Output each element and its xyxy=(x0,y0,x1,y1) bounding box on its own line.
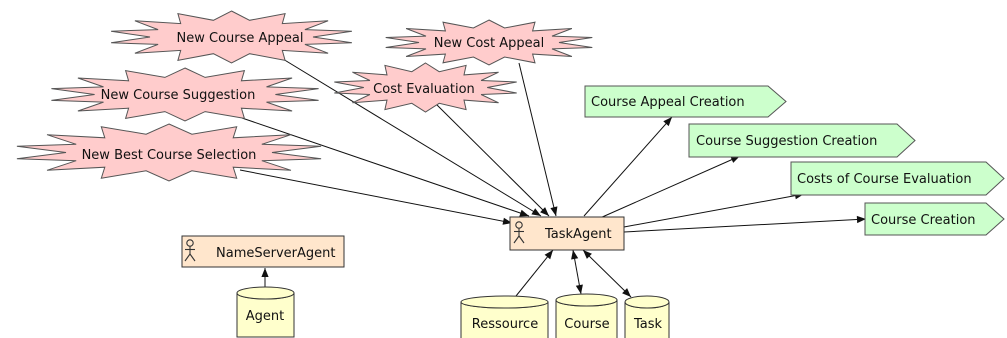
output-label: Costs of Course Evaluation xyxy=(797,172,972,187)
output-course-creation: Course Creation xyxy=(864,202,1005,236)
arrowhead xyxy=(550,206,558,216)
event-label: New Best Course Selection xyxy=(82,148,257,163)
arrowhead xyxy=(261,268,269,277)
edge-taskagent-to-course-creation xyxy=(623,218,867,233)
event-label: Cost Evaluation xyxy=(373,82,475,97)
store-task: Task xyxy=(624,295,670,338)
arrowhead xyxy=(544,250,553,260)
event-new-course-appeal: New Course Appeal xyxy=(111,10,352,64)
store-label: Ressource xyxy=(472,317,538,332)
arrowhead xyxy=(663,117,672,127)
event-new-course-suggestion: New Course Suggestion xyxy=(51,67,319,122)
database-cylinder-top xyxy=(460,295,549,309)
actor-icon xyxy=(184,239,196,262)
output-course-appeal-creation: Course Appeal Creation xyxy=(584,85,787,118)
agent-task-agent: TaskAgent xyxy=(509,216,625,251)
agent-name-server-agent: NameServerAgent xyxy=(181,235,345,268)
store-ressource: Ressource xyxy=(460,295,549,338)
database-cylinder-top xyxy=(624,295,670,309)
actor-icon xyxy=(513,221,525,244)
edge-taskagent-to-course-appeal-creation xyxy=(583,116,673,217)
arrowhead xyxy=(531,208,541,216)
agent-label: TaskAgent xyxy=(544,227,612,242)
edge-cost-appeal-to-taskagent xyxy=(518,62,557,217)
event-label: New Cost Appeal xyxy=(434,36,545,51)
store-label: Task xyxy=(633,317,663,332)
agent-label: NameServerAgent xyxy=(216,246,335,261)
arrowhead xyxy=(622,288,631,297)
database-cylinder-top xyxy=(236,286,295,300)
arrowhead xyxy=(571,250,579,260)
store-label: Course xyxy=(564,317,609,332)
event-label: New Course Appeal xyxy=(177,31,304,46)
output-label: Course Creation xyxy=(871,213,976,228)
arrowhead xyxy=(575,284,583,294)
output-label: Course Suggestion Creation xyxy=(696,134,877,149)
store-label: Agent xyxy=(246,309,284,324)
arrowhead xyxy=(519,209,529,217)
edge-taskagent-to-course-suggestion-creation xyxy=(599,155,741,219)
arrowhead xyxy=(730,156,740,163)
edge-course-suggestion-to-taskagent xyxy=(241,117,530,217)
database-cylinder-top xyxy=(555,293,618,307)
arrowhead xyxy=(856,215,866,224)
edge-taskagent-to-costs-evaluation xyxy=(623,193,805,228)
output-costs-of-course-evaluation: Costs of Course Evaluation xyxy=(790,161,1005,196)
arrowhead xyxy=(583,250,592,259)
output-course-suggestion-creation: Course Suggestion Creation xyxy=(688,123,916,158)
edge-ressource-to-taskagent xyxy=(515,249,554,297)
event-new-best-course-selection: New Best Course Selection xyxy=(16,123,322,182)
event-cost-evaluation: Cost Evaluation xyxy=(334,62,517,113)
arrowhead xyxy=(540,207,549,216)
store-agent: Agent xyxy=(236,286,295,338)
event-new-cost-appeal: New Cost Appeal xyxy=(385,19,593,66)
edge-cost-evaluation-to-taskagent xyxy=(435,103,550,217)
event-label: New Course Suggestion xyxy=(101,88,256,103)
edge-course-appeal-to-taskagent xyxy=(277,55,542,217)
output-label: Course Appeal Creation xyxy=(591,95,745,110)
store-course: Course xyxy=(555,293,618,338)
edge-taskagent-to-task xyxy=(582,249,632,298)
edge-best-course-selection-to-taskagent xyxy=(239,169,513,224)
